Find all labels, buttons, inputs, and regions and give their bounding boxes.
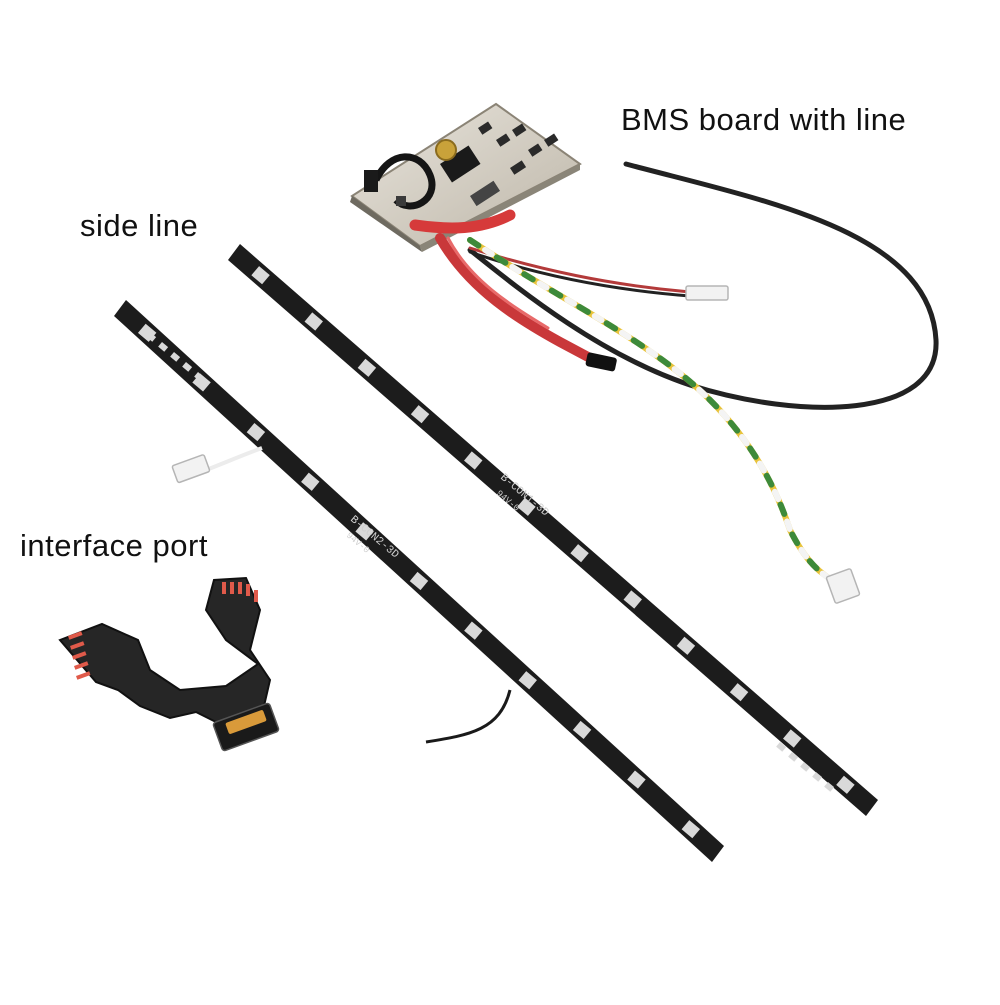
led-pad — [572, 720, 592, 740]
interface-port-label: interface port — [20, 528, 208, 563]
side-line-label: side line — [80, 208, 199, 243]
led-pad — [464, 621, 483, 640]
led-pad — [301, 472, 320, 491]
led-pad — [729, 683, 749, 702]
led-pad — [355, 522, 374, 541]
led-strip-left: B-CON2-3D 94V-0 — [114, 300, 724, 862]
led-pad — [246, 422, 266, 442]
led-pad — [517, 497, 536, 516]
led-pad — [627, 770, 646, 789]
led-pad — [410, 405, 430, 424]
led-pad — [681, 820, 701, 839]
interface-port-flex — [58, 576, 280, 752]
led-pad — [836, 775, 855, 794]
led-pad — [518, 671, 537, 690]
led-pad — [251, 266, 270, 285]
bms-cables — [409, 161, 939, 604]
led-pad — [304, 312, 323, 331]
led-pad — [570, 544, 589, 563]
led-pad — [409, 571, 429, 591]
bms-board-label: BMS board with line — [621, 102, 907, 137]
led-pad — [357, 358, 377, 377]
led-strip-right: B-CON1-3D 94V-0 — [228, 244, 878, 816]
led-pad — [623, 590, 642, 609]
led-pad — [464, 451, 483, 470]
led-pad — [783, 729, 802, 748]
led-pad — [676, 636, 696, 655]
